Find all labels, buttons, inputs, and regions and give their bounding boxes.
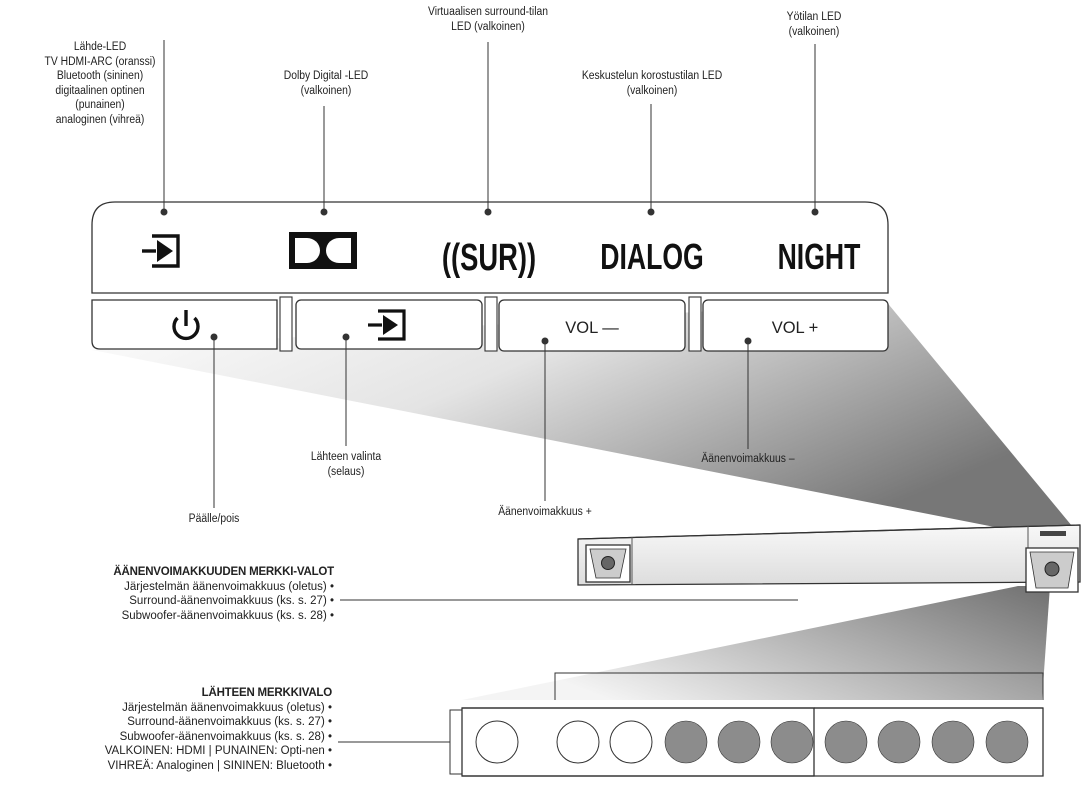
source-indicator-bracket — [338, 709, 462, 775]
soundbar-led-row — [1040, 531, 1066, 536]
dolby-led-label: Dolby Digital -LED (valkoinen) — [283, 70, 369, 97]
power-callout: Päälle/pois — [188, 513, 240, 525]
button-separator — [279, 296, 293, 352]
led-indicator-lit — [770, 720, 814, 764]
volume-indicators-block: ÄÄNENVOIMAKKUUDEN MERKKI-VALOT Järjestel… — [113, 565, 334, 623]
source-led-label: Lähde-LED TV HDMI-ARC (oranssi) Bluetoot… — [44, 41, 156, 126]
dialog-led-label: Keskustelun korostustilan LED (valkoinen… — [581, 70, 723, 97]
led-indicator-lit — [824, 720, 868, 764]
zoom-fan-top — [92, 300, 1072, 532]
source-button-icon — [368, 309, 406, 341]
source-indicator-heading: LÄHTEEN MERKKIVALO — [201, 687, 333, 699]
zoom-fan-bottom — [462, 586, 1050, 700]
power-icon — [172, 310, 200, 341]
vol-up-callout: Äänenvoimakkuus + — [498, 506, 592, 518]
led-indicator-lit — [664, 720, 708, 764]
source-select-label: Lähteen valinta (selaus) — [310, 451, 382, 478]
led-indicator-unlit — [556, 720, 600, 764]
led-indicator-unlit — [475, 720, 519, 764]
dialog-mode-text: DIALOG — [600, 236, 704, 277]
surround-mode-text: ((SUR)) — [442, 237, 536, 279]
source-indicator-item: Surround-äänenvoimakkuus (ks. s. 27) • — [127, 716, 332, 728]
source-indicator-item: Järjestelmän äänenvoimakkuus (oletus) • — [122, 701, 332, 714]
night-mode-text: NIGHT — [778, 236, 861, 277]
source-input-icon — [142, 234, 180, 268]
button-separator — [688, 296, 702, 352]
volume-indicator-item: Järjestelmän äänenvoimakkuus (oletus) • — [124, 580, 334, 593]
led-indicator-unlit — [609, 720, 653, 764]
volume-indicators-heading: ÄÄNENVOIMAKKUUDEN MERKKI-VALOT — [113, 566, 334, 578]
soundbar — [577, 524, 1081, 593]
source-indicator-item: VIHREÄ: Analoginen | SININEN: Bluetooth … — [107, 759, 332, 772]
volume-indicator-item: Surround-äänenvoimakkuus (ks. s. 27) • — [129, 595, 334, 607]
leader-dots — [160, 208, 819, 345]
svg-text:NIGHT: NIGHT — [778, 236, 861, 277]
led-indicator-lit — [931, 720, 975, 764]
led-indicator-lit — [717, 720, 761, 764]
button-row — [91, 296, 889, 352]
svg-text:((SUR)): ((SUR)) — [442, 237, 536, 279]
volume-indicator-item: Subwoofer-äänenvoimakkuus (ks. s. 28) • — [121, 609, 334, 622]
surround-led-label: Virtuaalisen surround-tilan LED (valkoin… — [427, 6, 549, 33]
led-indicator-lit — [985, 720, 1029, 764]
source-indicator-item: VALKOINEN: HDMI | PUNAINEN: Opti-nen • — [104, 745, 332, 757]
night-led-label: Yötilan LED (valkoinen) — [786, 11, 842, 38]
leader-lines — [163, 40, 816, 508]
vol-down-callout: Äänenvoimakkuus – — [701, 453, 795, 465]
svg-text:DIALOG: DIALOG — [600, 236, 704, 277]
source-indicator-item: Subwoofer-äänenvoimakkuus (ks. s. 28) • — [119, 730, 332, 743]
vol-up-label: VOL + — [772, 319, 819, 337]
control-panel — [91, 201, 889, 294]
dolby-icon — [289, 232, 357, 269]
led-indicator-lit — [877, 720, 921, 764]
vol-down-label: VOL — — [565, 319, 619, 337]
button-separator — [484, 296, 498, 352]
led-group-bracket — [554, 672, 1044, 700]
led-indicators — [475, 720, 1029, 764]
source-indicator-block: LÄHTEEN MERKKIVALO Järjestelmän äänenvoi… — [105, 686, 332, 773]
